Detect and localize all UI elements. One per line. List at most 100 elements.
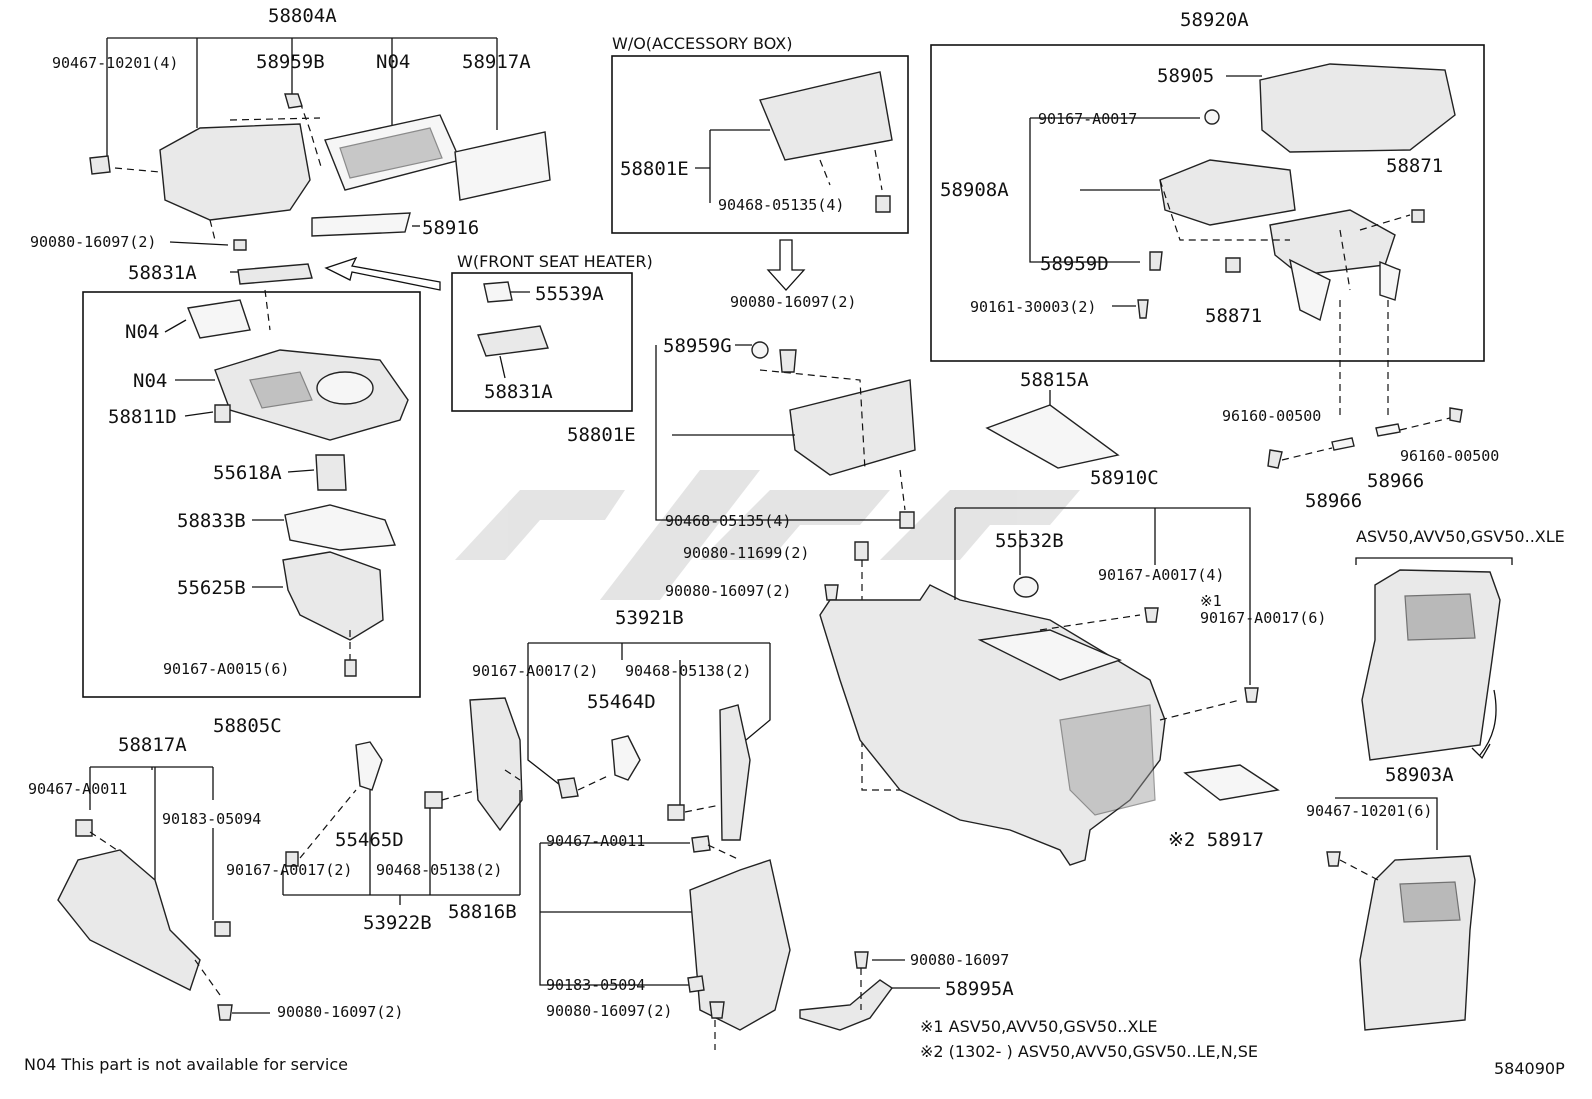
label-90468-05135-4a: 90468-05135(4): [718, 196, 844, 214]
part-58815A-mat: [985, 404, 1120, 469]
label-90167-A0015-6: 90167-A0015(6): [163, 660, 289, 678]
accessory-box-frame: [611, 55, 909, 234]
part-58804A-group: [89, 37, 551, 251]
label-90468-05135-4b: 90468-05135(4): [665, 512, 791, 530]
label-90080-16097-2d: 90080-16097(2): [277, 1003, 403, 1021]
bracket-group-53921B: [527, 642, 771, 841]
label-58966-a: 58966: [1367, 470, 1424, 492]
label-58831A-b: 58831A: [484, 381, 553, 403]
accessory-box: [695, 71, 893, 213]
part-58995A-bracket: [799, 951, 940, 1031]
label-58831A-a: 58831A: [128, 262, 197, 284]
label-55625B: 55625B: [177, 577, 246, 599]
label-90183-05094-a: 90183-05094: [162, 810, 261, 828]
label-55539A: 55539A: [535, 283, 604, 305]
label-58917-mark2: ※2 58917: [1168, 829, 1264, 851]
clip-96160-a: [1267, 449, 1283, 469]
label-53922B: 53922B: [363, 912, 432, 934]
label-note-mark-1: ※1: [1200, 592, 1222, 610]
note-2: ※2 (1302- ) ASV50,AVV50,GSV50..LE,N,SE: [920, 1042, 1258, 1061]
label-90467-A0011-b: 90467-A0011: [546, 832, 645, 850]
label-90167-A0017-2b: 90167-A0017(2): [226, 861, 352, 879]
rear-vent-58903A: [1326, 797, 1476, 1031]
label-90183-05094-b: 90183-05094: [546, 976, 645, 994]
sheet-code: 584090P: [1494, 1059, 1565, 1078]
label-58805C: 58805C: [213, 715, 282, 737]
label-58871-a: 58871: [1386, 155, 1443, 177]
label-90080-16097-2e: 90080-16097(2): [546, 1002, 672, 1020]
label-90080-16097-2a: 90080-16097(2): [30, 233, 156, 251]
arrow-down-icon: [766, 239, 806, 291]
part-58831A-switch: [477, 325, 549, 357]
part-58910C-console: [819, 507, 1280, 866]
label-90080-11699-2: 90080-11699(2): [683, 544, 809, 562]
part-58817A-panel: [57, 766, 270, 1021]
note-1: ※1 ASV50,AVV50,GSV50..XLE: [920, 1017, 1157, 1036]
label-58804A: 58804A: [268, 5, 337, 27]
pin-58966-a: [1331, 437, 1355, 451]
label-58908A: 58908A: [940, 179, 1009, 201]
grade-title: ASV50,AVV50,GSV50..XLE: [1356, 527, 1565, 546]
seat-heater-title: W(FRONT SEAT HEATER): [457, 252, 653, 271]
label-90080-16097: 90080-16097: [910, 951, 1009, 969]
label-90468-05138-2a: 90468-05138(2): [625, 662, 751, 680]
label-90080-16097-2b: 90080-16097(2): [730, 293, 856, 311]
arrow-left-icon: [324, 256, 441, 291]
watermark-logo: [455, 470, 1080, 600]
part-58831A-top: [237, 263, 313, 285]
cupholder-group-box: [82, 291, 421, 698]
label-90167-A0017-4: 90167-A0017(4): [1098, 566, 1224, 584]
armrest-group-box: [930, 44, 1485, 362]
bracket-group-53922B: [282, 697, 523, 905]
label-90467-A0011-a: 90467-A0011: [28, 780, 127, 798]
label-58966-b: 58966: [1305, 490, 1362, 512]
label-58910C: 58910C: [1090, 467, 1159, 489]
label-58959B: 58959B: [256, 51, 325, 73]
part-58801E-box: [655, 341, 916, 529]
label-90167-A0017: 90167-A0017: [1038, 110, 1137, 128]
label-58959G: 58959G: [663, 335, 732, 357]
label-90467-10201-6: 90467-10201(6): [1306, 802, 1432, 820]
label-58816B: 58816B: [448, 901, 517, 923]
label-58801E-b: 58801E: [567, 424, 636, 446]
label-58817A: 58817A: [118, 734, 187, 756]
label-58871-b: 58871: [1205, 305, 1262, 327]
label-58920A: 58920A: [1180, 9, 1249, 31]
part-55539A: [483, 281, 513, 303]
label-58811D: 58811D: [108, 406, 177, 428]
pin-58966-b: [1375, 423, 1401, 437]
label-58959D: 58959D: [1040, 253, 1109, 275]
label-90161-30003-2: 90161-30003(2): [970, 298, 1096, 316]
bolt-90080-16097-c: [824, 584, 839, 601]
grade-bracket: [1355, 557, 1513, 565]
seat-heater-box: [451, 272, 633, 412]
label-58995A: 58995A: [945, 978, 1014, 1000]
label-96160-00500-a: 96160-00500: [1222, 407, 1321, 425]
label-N04-top: N04: [376, 51, 410, 73]
label-55618A: 55618A: [213, 462, 282, 484]
label-58905: 58905: [1157, 65, 1214, 87]
label-90167-A0017-2a: 90167-A0017(2): [472, 662, 598, 680]
label-96160-00500-b: 96160-00500: [1400, 447, 1499, 465]
label-90468-05138-2b: 90468-05138(2): [376, 861, 502, 879]
label-N04-b: N04: [133, 370, 167, 392]
label-58833B: 58833B: [177, 510, 246, 532]
cupholder-assembly: [164, 289, 409, 677]
label-58916: 58916: [422, 217, 479, 239]
label-90167-A0017-6: 90167-A0017(6): [1200, 609, 1326, 627]
label-58903A: 58903A: [1385, 764, 1454, 786]
label-58815A: 58815A: [1020, 369, 1089, 391]
part-58816B-panel: [539, 835, 791, 1050]
accessory-box-title: W/O(ACCESSORY BOX): [612, 34, 793, 53]
label-55532B: 55532B: [995, 530, 1064, 552]
label-55464D: 55464D: [587, 691, 656, 713]
label-90467-10201-4: 90467-10201(4): [52, 54, 178, 72]
armrest-group: [1029, 63, 1456, 420]
footnote-n04: N04 This part is not available for servi…: [24, 1055, 348, 1074]
label-58801E-a: 58801E: [620, 158, 689, 180]
label-N04-a: N04: [125, 321, 159, 343]
bolt-90080-11699: [854, 541, 869, 561]
clip-96160-b: [1449, 407, 1463, 423]
label-53921B: 53921B: [615, 607, 684, 629]
